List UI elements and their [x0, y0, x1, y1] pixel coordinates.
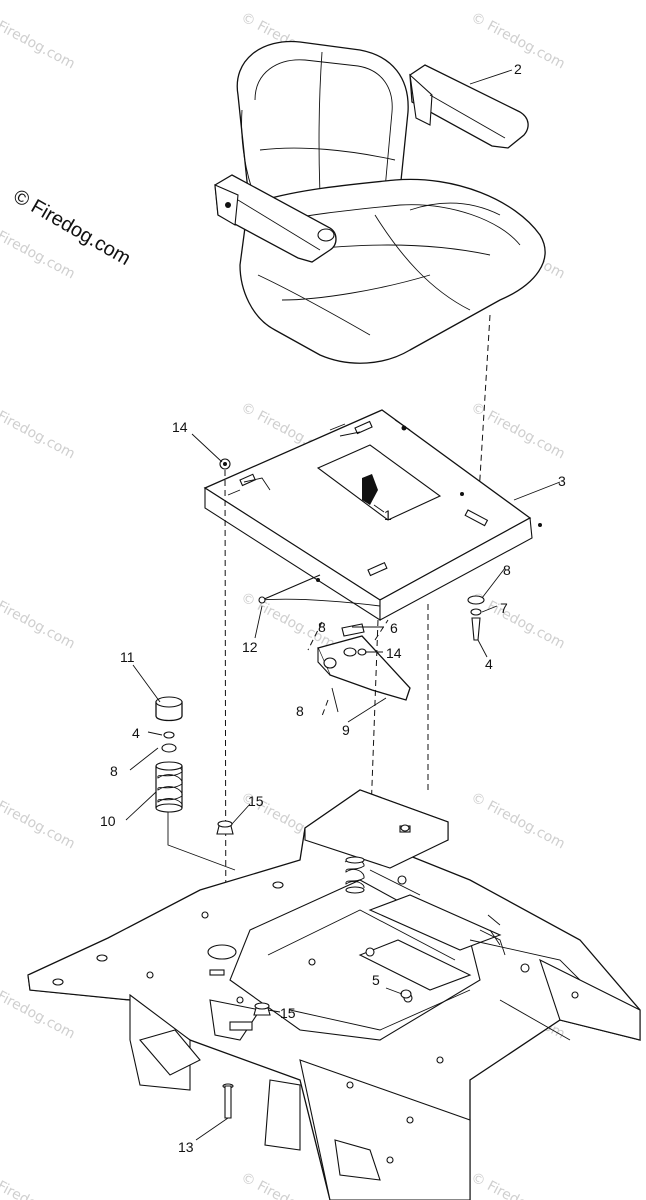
watermark-text: © Firedog.com — [0, 589, 78, 652]
callout-4-left: 4 — [132, 725, 140, 741]
watermark-text: © Firedog.com — [468, 789, 567, 852]
watermark-text: © Firedog.com — [238, 1169, 337, 1200]
callout-6: 6 — [390, 620, 398, 636]
callout-11: 11 — [120, 649, 135, 665]
seat-assembly — [214, 40, 546, 364]
watermark-text: © Firedog.com — [0, 789, 78, 852]
callout-2: 2 — [514, 61, 522, 77]
watermark-text: © Firedog.com — [0, 1169, 78, 1200]
bolt-14-top — [219, 458, 231, 470]
callout-15-upper: 15 — [248, 793, 264, 809]
bolt-13 — [222, 1083, 234, 1119]
callout-13: 13 — [178, 1139, 194, 1155]
callout-4-right: 4 — [485, 656, 493, 672]
watermark-text: © Firedog.com — [0, 9, 78, 72]
nut-15-lower — [253, 1002, 271, 1016]
callout-layer: 2 3 1 14 12 8 7 4 6 8 14 8 9 11 4 8 10 1… — [100, 61, 566, 1155]
callout-8-bracket-bottom: 8 — [296, 703, 304, 719]
spring-stack-left — [155, 696, 183, 813]
callout-14-bracket: 14 — [386, 645, 402, 661]
nut-15-upper — [216, 820, 234, 835]
seat-plate — [203, 409, 542, 622]
callout-7: 7 — [500, 600, 508, 616]
callout-8-left: 8 — [110, 763, 118, 779]
callout-1: 1 — [384, 507, 392, 523]
callout-5: 5 — [372, 972, 380, 988]
watermark-text: © Firedog.com — [468, 399, 567, 462]
callout-14-top: 14 — [172, 419, 188, 435]
callout-8-right: 8 — [503, 562, 511, 578]
callout-8-bracket-top: 8 — [318, 619, 326, 635]
callout-12: 12 — [242, 639, 258, 655]
watermark-text: © Firedog.com — [468, 1169, 567, 1200]
callout-15-lower: 15 — [280, 1005, 296, 1021]
right-hardware-stack — [467, 595, 485, 641]
callout-3: 3 — [558, 473, 566, 489]
watermark-text: © Firedog.com — [0, 399, 78, 462]
callout-10: 10 — [100, 813, 116, 829]
callout-9: 9 — [342, 722, 350, 738]
mower-frame — [27, 789, 641, 1200]
